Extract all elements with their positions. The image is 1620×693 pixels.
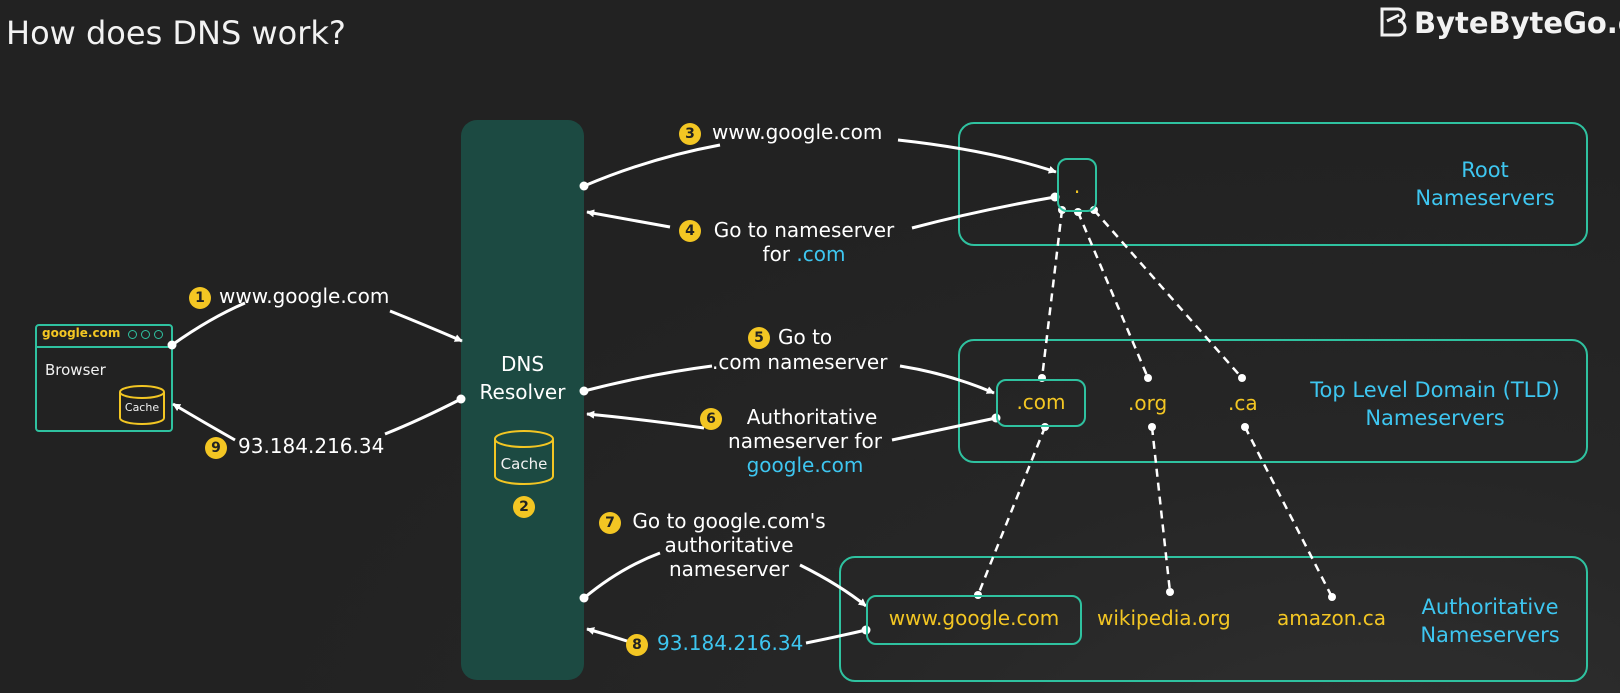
browser-cache-label: Cache: [124, 401, 160, 414]
bytebytego-logo-icon: [1380, 7, 1407, 37]
browser-cache-icon: [119, 385, 165, 425]
root-nameserver-node: [1057, 158, 1097, 212]
auth-google-node: [866, 595, 1082, 645]
arrow-step-5: [583, 364, 713, 393]
step-2-badge: 2: [513, 496, 535, 518]
arrow-step-1: [171, 301, 246, 347]
step-9-badge: 9: [205, 437, 227, 459]
step-3-badge: 3: [679, 123, 701, 145]
arrow-step-7: [583, 551, 661, 600]
resolver-cache-icon: [494, 430, 554, 485]
root-nameservers-panel: [958, 122, 1588, 246]
step-4-badge: 4: [679, 220, 701, 242]
step-5-line2: .com nameserver: [712, 350, 888, 374]
browser-window: [35, 324, 173, 432]
tld-domain-com: .com: [1016, 390, 1066, 414]
dns-resolver-label: DNS Resolver: [479, 352, 566, 404]
root-dot-label: .: [1073, 174, 1081, 198]
resolver-cache-label: Cache: [500, 455, 548, 473]
hierarchy-links: [976, 209, 1334, 598]
brand-logo: ByteByteGo.co: [1378, 6, 1620, 40]
step-5-badge: 5: [748, 327, 770, 349]
tld-com-node: [996, 379, 1086, 427]
step-8-badge: 8: [626, 634, 648, 656]
arrow-step-3: [583, 143, 721, 188]
brand-name: ByteByteGo.co: [1414, 6, 1620, 40]
arrow-step-9: [172, 402, 236, 442]
page-title: How does DNS work?: [6, 14, 346, 52]
auth-domain-amazon: amazon.ca: [1277, 606, 1387, 630]
step-5-line1: Go to: [778, 325, 833, 349]
step-6-label: Authoritative nameserver for google.com: [728, 405, 882, 477]
auth-domain-google: www.google.com: [888, 606, 1060, 630]
authoritative-nameservers-panel: [839, 556, 1588, 682]
auth-domain-wikipedia: wikipedia.org: [1097, 606, 1231, 630]
tld-domain-ca: .ca: [1228, 391, 1258, 415]
tld-domain-org: .org: [1128, 391, 1168, 415]
dns-resolver: [461, 120, 584, 680]
step-7-label: Go to google.com's authoritative nameser…: [632, 509, 826, 581]
root-nameservers-title: Root Nameservers: [1415, 158, 1555, 210]
arrow-step-4: [586, 209, 671, 229]
browser-url: google.com: [42, 326, 121, 340]
step-8-label: 93.184.216.34: [657, 631, 804, 655]
step-9-label: 93.184.216.34: [238, 434, 385, 458]
step-3-label: www.google.com: [712, 120, 883, 144]
step-1-badge: 1: [189, 287, 211, 309]
step-4-label: Go to nameserver for .com: [713, 218, 895, 266]
browser-address-bar: [35, 324, 173, 348]
tld-nameservers-panel: [958, 339, 1588, 463]
authoritative-nameservers-title: Authoritative Nameservers: [1420, 595, 1560, 647]
tld-nameservers-title: Top Level Domain (TLD) Nameservers: [1310, 378, 1560, 430]
arrow-step-1-head: [389, 309, 463, 343]
step-7-badge: 7: [599, 512, 621, 534]
step-1-label: www.google.com: [219, 284, 390, 308]
browser-window-controls: [128, 330, 163, 339]
browser-label: Browser: [45, 361, 106, 379]
step-6-badge: 6: [700, 408, 722, 430]
arrow-step-6: [586, 410, 705, 430]
arrow-step-8: [586, 627, 631, 644]
